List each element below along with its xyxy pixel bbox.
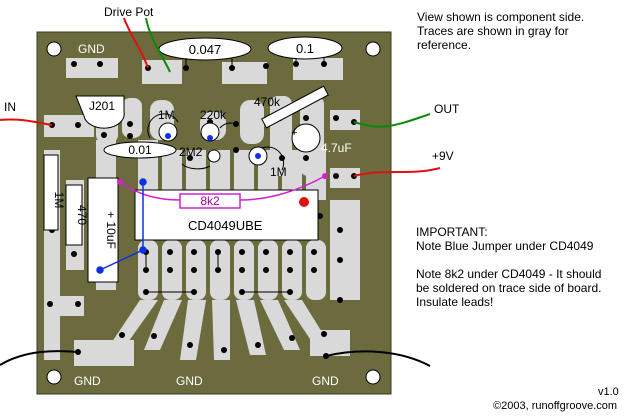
important-line1: IMPORTANT: (416, 225, 488, 239)
ic-pin1-marker (299, 197, 309, 207)
capacitor-47uf-label: 4.7uF (321, 141, 352, 155)
trimmer-1m-label: 1M (158, 108, 175, 122)
resistor-8k2 (117, 173, 328, 209)
wire-out-green (353, 113, 431, 128)
resistor-1m-left-label: 1M (52, 192, 66, 209)
label-drive-pot: Drive Pot (104, 5, 154, 19)
wire-drive-pot-green (145, 17, 171, 73)
blue-jumper (96, 178, 147, 274)
wire-gnd-left (0, 350, 79, 366)
resistor-1m-small-label: 1M (270, 165, 287, 179)
capacitor-01 (267, 36, 343, 60)
view-note-line1: View shown is component side. (417, 10, 585, 24)
mounting-hole-bottom-right (365, 369, 381, 385)
trimmer-2m2 (207, 149, 221, 163)
mounting-hole-bottom-left (46, 369, 62, 385)
important-line6: Insulate leads! (416, 295, 494, 309)
important-line3 (416, 253, 601, 267)
capacitor-10uf-label: + 10uF (104, 211, 118, 249)
mounting-hole-top-left (46, 41, 62, 57)
wire-9v-red (353, 167, 441, 177)
capacitor-0047 (158, 37, 252, 61)
important-line2: Note Blue Jumper under CD4049 (416, 239, 594, 253)
important-line5: be soldered on trace side of board. (416, 281, 602, 295)
label-in: IN (4, 100, 16, 114)
important-line4: Note 8k2 under CD4049 - It should (416, 267, 602, 281)
resistor-470k (261, 85, 329, 129)
trimmer-1m (158, 122, 178, 142)
capacitor-01-label: 0.1 (296, 41, 314, 56)
label-out: OUT (434, 102, 460, 116)
trimmer-220k-label: 220k (200, 108, 227, 122)
mounting-holes (46, 41, 381, 385)
resistor-470k-label: 470k (254, 95, 281, 109)
label-9v: +9V (432, 149, 454, 163)
wire-in-red (0, 118, 53, 126)
resistor-2m2-label: 2M2 (179, 145, 203, 159)
wire-gnd-right (325, 350, 431, 367)
label-gnd-bottom-mid: GND (176, 374, 203, 388)
label-gnd-top: GND (78, 42, 105, 56)
resistor-470-label: 470 (75, 205, 89, 225)
copper-traces (44, 58, 360, 366)
capacitor-001 (103, 141, 177, 159)
resistor-8k2-label: 8k2 (200, 194, 220, 208)
version-note: v1.0 (598, 386, 619, 398)
capacitor-47uf-plus: + (291, 127, 297, 139)
capacitor-001-label: 0.01 (128, 143, 152, 157)
jfet-j201 (75, 95, 125, 129)
ic-cd4049ube-label: CD4049UBE (188, 218, 263, 233)
resistor-470 (65, 184, 83, 246)
view-note-line3: reference. (417, 38, 472, 52)
label-gnd-bottom-left: GND (74, 374, 101, 388)
copyright-note: ©2003, runoffgroove.com (493, 400, 618, 412)
capacitor-47uf (291, 123, 321, 153)
jfet-j201-label: J201 (89, 99, 115, 113)
view-note: View shown is component side.Traces are … (417, 10, 584, 52)
resistor-1m-left (43, 154, 59, 231)
mounting-hole-top-right (365, 41, 381, 57)
wire-jumpers (145, 252, 290, 293)
view-note-line2: Traces are shown in gray for (417, 24, 569, 38)
wire-drive-pot-red (123, 17, 149, 69)
label-gnd-bottom-right: GND (312, 374, 339, 388)
capacitor-0047-label: 0.047 (189, 42, 222, 57)
